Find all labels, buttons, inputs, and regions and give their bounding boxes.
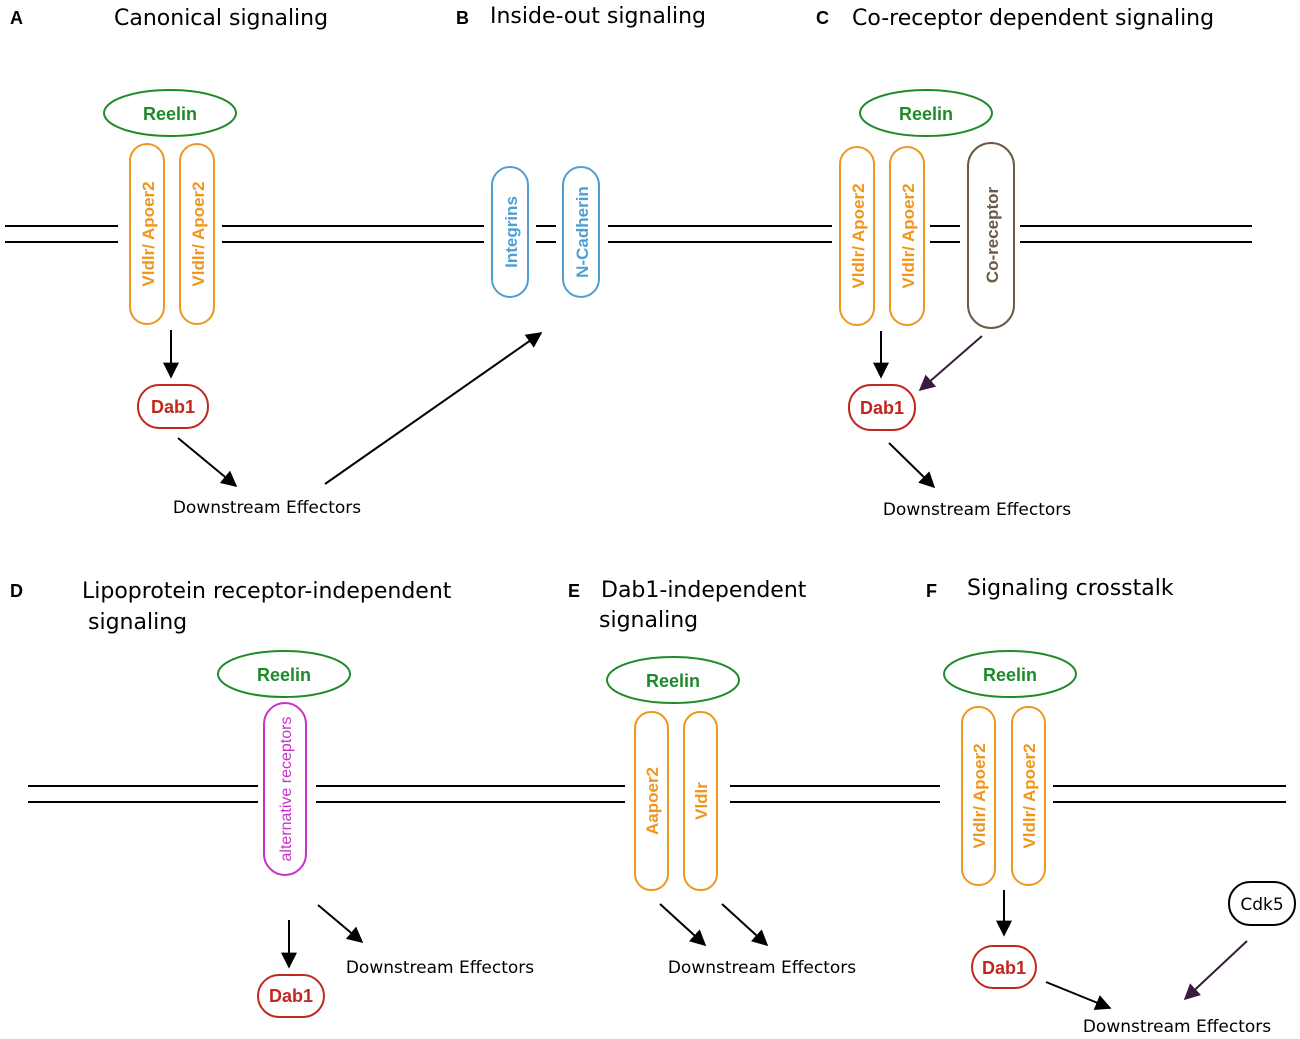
panel-d-title-line1: Lipoprotein receptor-independent (82, 579, 452, 604)
downstream-effectors-a: Downstream Effectors (173, 498, 361, 518)
receptor-c1-label: Vldlr/ Apoer2 (849, 183, 868, 288)
arrow-aapoer2-to-effectors (659, 903, 707, 947)
reelin-oval-a (103, 89, 237, 137)
alternative-receptor-label: alternative receptors (278, 717, 295, 862)
reelin-label-a: Reelin (143, 104, 197, 124)
receptor-a2 (179, 143, 215, 325)
cdk5-label: Cdk5 (1240, 895, 1283, 915)
downstream-effectors-d: Downstream Effectors (346, 958, 534, 978)
dab1-a (137, 384, 209, 429)
receptor-c2-label: Vldlr/ Apoer2 (899, 183, 918, 288)
integrins-receptor (491, 166, 529, 298)
receptor-f1 (961, 706, 996, 886)
membrane-a (5, 225, 484, 243)
reelin-label-e: Reelin (646, 671, 700, 691)
arrow-cdk5-to-effectors (1183, 940, 1248, 1001)
vldlr-receptor (683, 711, 718, 891)
panel-f-letter: F (926, 581, 937, 601)
receptor-c2 (889, 146, 925, 326)
receptor-f2-label: Vldlr/ Apoer2 (1020, 743, 1039, 848)
panel-e-letter: E (568, 581, 580, 601)
membrane-f (1053, 785, 1286, 803)
panel-d: D Lipoprotein receptor-independent signa… (10, 579, 625, 1018)
aapoer2-label: Aapoer2 (643, 767, 662, 835)
arrow-alt-to-effectors-d (317, 904, 364, 944)
receptor-a2-label: Vldlr/ Apoer2 (189, 181, 208, 286)
coreceptor (967, 142, 1015, 329)
membrane-b (536, 225, 832, 243)
panel-a-title: Canonical signaling (114, 6, 328, 31)
ncadherin-label: N-Cadherin (573, 186, 592, 278)
panel-b-letter: B (456, 8, 469, 28)
dab1-label-f: Dab1 (982, 958, 1026, 978)
dab1-c (848, 384, 916, 431)
dab1-d (257, 974, 325, 1018)
vldlr-label: Vldlr (692, 782, 711, 820)
reelin-label-d: Reelin (257, 665, 311, 685)
panel-f-title: Signaling crosstalk (967, 576, 1174, 601)
dab1-label-c: Dab1 (860, 398, 904, 418)
reelin-oval-f (943, 650, 1077, 698)
panel-b-title: Inside-out signaling (490, 4, 706, 29)
integrins-label: Integrins (502, 196, 521, 268)
arrow-dab1-to-effectors-a (177, 437, 238, 488)
panel-d-letter: D (10, 581, 23, 601)
receptor-a1-label: Vldlr/ Apoer2 (139, 181, 158, 286)
receptor-a1 (129, 143, 165, 325)
aapoer2-receptor (634, 711, 669, 891)
coreceptor-label: Co-receptor (983, 186, 1002, 283)
alternative-receptor (263, 702, 307, 876)
arrow-dab1-to-effectors-c (888, 442, 936, 489)
membrane-d (28, 785, 625, 803)
downstream-effectors-f: Downstream Effectors (1083, 1017, 1271, 1037)
dab1-label-a: Dab1 (151, 397, 195, 417)
panel-c-title: Co-receptor dependent signaling (852, 6, 1214, 31)
panel-c: C Co-receptor dependent signaling Reelin… (816, 6, 1252, 520)
panel-e-title-line2: signaling (599, 608, 698, 633)
downstream-effectors-e: Downstream Effectors (668, 958, 856, 978)
cdk5-node (1228, 881, 1296, 926)
panel-e-title-line1: Dab1-independent (601, 578, 807, 603)
arrow-effectors-to-integrins (324, 332, 543, 485)
reelin-oval-e (606, 656, 740, 704)
arrow-vldlr-to-effectors (721, 903, 769, 947)
panel-e: E Dab1-independent signaling Reelin Aapo… (568, 578, 940, 978)
reelin-oval-c (859, 89, 993, 137)
membrane-e (730, 785, 940, 803)
dab1-f (971, 945, 1037, 989)
downstream-effectors-c: Downstream Effectors (883, 500, 1071, 520)
receptor-c1 (839, 146, 875, 326)
reelin-oval-d (217, 650, 351, 698)
panel-c-letter: C (816, 8, 829, 28)
dab1-label-d: Dab1 (269, 986, 313, 1006)
receptor-f1-label: Vldlr/ Apoer2 (970, 743, 989, 848)
arrow-dab1-to-effectors-f (1045, 981, 1112, 1010)
panel-f: F Signaling crosstalk Reelin Vldlr/ Apoe… (926, 576, 1296, 1037)
panel-d-title-line2: signaling (88, 610, 187, 635)
reelin-label-f: Reelin (983, 665, 1037, 685)
reelin-label-c: Reelin (899, 104, 953, 124)
panel-a: A Canonical signaling Reelin Vldlr/ Apoe… (5, 6, 484, 518)
ncadherin-receptor (562, 166, 600, 298)
receptor-f2 (1011, 706, 1046, 886)
panel-a-letter: A (10, 8, 23, 28)
arrow-coreceptor-to-dab1 (918, 335, 983, 392)
membrane-c (930, 225, 1252, 243)
panel-b: B Inside-out signaling Integrins N-Cadhe… (324, 4, 832, 485)
